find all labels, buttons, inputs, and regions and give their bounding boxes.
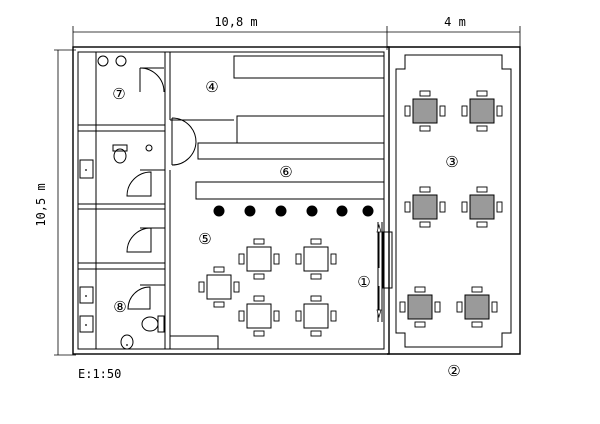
room-label-2: ② xyxy=(447,362,460,380)
columns xyxy=(213,205,374,217)
table-terrace-6 xyxy=(456,286,498,328)
terrace-outline xyxy=(382,46,521,355)
doors xyxy=(126,67,197,310)
dimension-lines xyxy=(54,26,521,356)
room-label-8: ⑧ xyxy=(113,298,126,316)
dim-height: 10,5 m xyxy=(34,183,48,226)
terrace-tables xyxy=(399,90,503,328)
table-terrace-2 xyxy=(461,90,503,132)
room-label-6: ⑥ xyxy=(279,163,292,181)
room-label-3: ③ xyxy=(445,153,458,171)
room-label-1: ① xyxy=(357,273,370,291)
table-interior-5 xyxy=(295,295,337,337)
table-interior-2 xyxy=(295,238,337,280)
scale-label: E:1:50 xyxy=(78,367,121,381)
room-label-7: ⑦ xyxy=(112,85,125,103)
table-terrace-3 xyxy=(404,186,446,228)
dim-width-terrace: 4 m xyxy=(444,15,466,29)
table-terrace-1 xyxy=(404,90,446,132)
table-interior-3 xyxy=(198,266,240,308)
entrance-door xyxy=(376,222,383,322)
interior-tables xyxy=(198,238,337,337)
bathroom-fixtures xyxy=(79,55,165,350)
room-label-5: ⑤ xyxy=(198,230,211,248)
building-walls xyxy=(72,46,390,355)
dim-width-main: 10,8 m xyxy=(214,15,257,29)
table-terrace-4 xyxy=(461,186,503,228)
table-terrace-5 xyxy=(399,286,441,328)
table-interior-4 xyxy=(238,295,280,337)
room-label-4: ④ xyxy=(205,78,218,96)
table-interior-1 xyxy=(238,238,280,280)
counters xyxy=(170,55,385,200)
